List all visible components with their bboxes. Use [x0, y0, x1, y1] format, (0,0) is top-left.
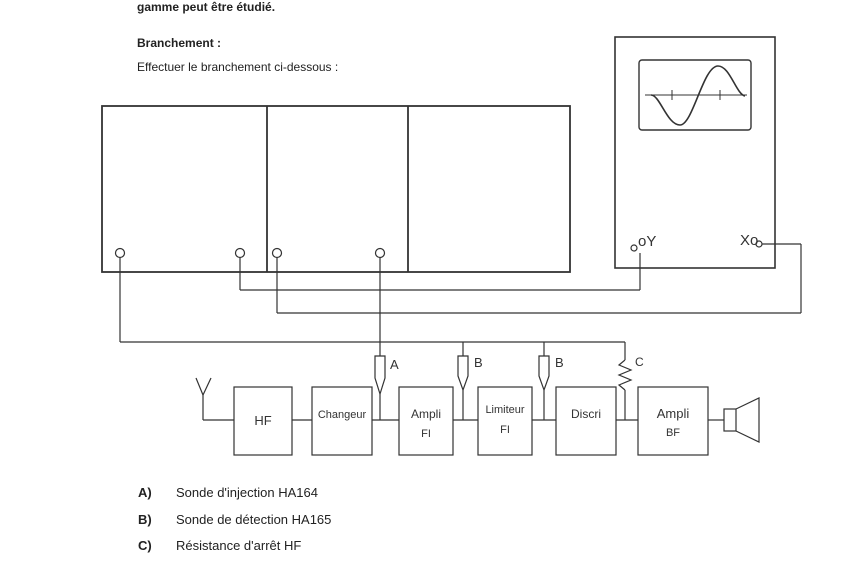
discri-block — [555, 386, 617, 456]
intro-line: gamme peut être étudié. — [137, 0, 276, 14]
limiteur-label-2: FI — [500, 424, 510, 436]
legend-text: Sonde d'injection HA164 — [176, 485, 318, 500]
ampli-fi-block — [398, 386, 454, 456]
probe-a — [374, 355, 386, 397]
antenna-icon — [195, 377, 234, 421]
panel-jack-4[interactable] — [374, 247, 386, 259]
ampli-fi-label-2: FI — [421, 428, 431, 440]
ampli-fi-label-1: Ampli — [411, 407, 441, 421]
legend-key: A) — [138, 485, 152, 500]
legend-item-a: A) Sonde d'injection HA164 — [138, 485, 318, 500]
probe-b-1-label: B — [474, 355, 483, 370]
scope-x-label: Xo — [740, 232, 758, 249]
discri-label: Discri — [571, 407, 601, 421]
limiteur-label-1: Limiteur — [485, 404, 524, 416]
panel-jack-3[interactable] — [271, 247, 283, 259]
receiver-chain — [233, 386, 724, 456]
changeur-block — [311, 386, 373, 456]
legend-item-b: B) Sonde de détection HA165 — [138, 512, 331, 527]
limiteur-block — [477, 386, 533, 456]
s-curve-trace — [650, 65, 746, 126]
probe-a-label: A — [390, 357, 399, 372]
legend-text: Résistance d'arrêt HF — [176, 538, 302, 553]
wiring — [119, 243, 802, 360]
probe-b-2-label: B — [555, 355, 564, 370]
hf-block — [233, 386, 293, 456]
probe-b-2 — [538, 355, 550, 392]
scope-y-label: oY — [638, 233, 656, 250]
probe-b-1 — [457, 355, 469, 392]
instrument-panel — [101, 105, 571, 273]
instruction-text: Effectuer le branchement ci-dessous : — [137, 60, 339, 74]
legend-item-c: C) Résistance d'arrêt HF — [138, 538, 301, 553]
legend-key: B) — [138, 512, 152, 527]
ampli-bf-label-1: Ampli — [657, 406, 690, 421]
scope-y-input[interactable] — [630, 244, 638, 252]
changeur-label: Changeur — [318, 409, 367, 421]
loudspeaker-icon — [723, 397, 760, 443]
resistor-c-label: C — [635, 355, 644, 369]
resistor-c — [617, 359, 633, 391]
oscilloscope — [614, 36, 776, 269]
panel-jack-1[interactable] — [114, 247, 126, 259]
hf-label: HF — [254, 413, 271, 428]
ampli-bf-label-2: BF — [666, 427, 680, 439]
legend-text: Sonde de détection HA165 — [176, 512, 332, 527]
legend-key: C) — [138, 538, 152, 553]
section-heading: Branchement : — [137, 36, 222, 50]
panel-jack-2[interactable] — [234, 247, 246, 259]
ampli-bf-block — [637, 386, 709, 456]
oscilloscope-screen — [638, 59, 752, 131]
